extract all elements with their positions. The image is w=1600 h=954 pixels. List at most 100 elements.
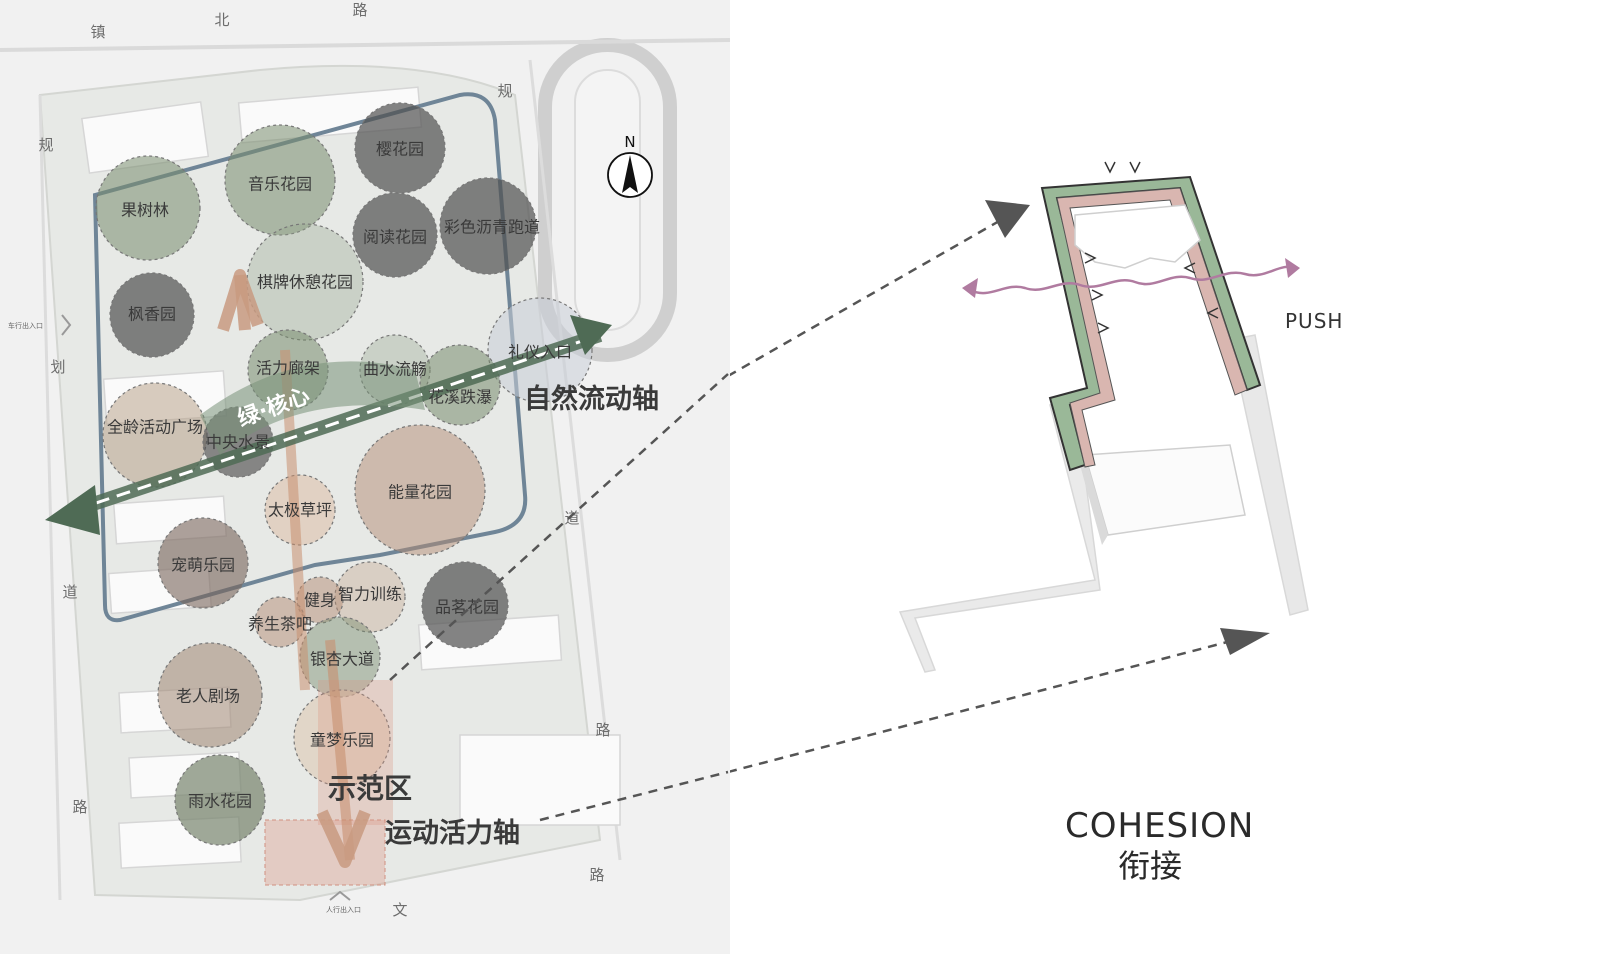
west-road-line — [38, 94, 62, 901]
push-tick-icon — [1104, 161, 1116, 174]
garden-label: 健身 — [304, 591, 336, 610]
push-tick-icon — [1097, 322, 1110, 334]
garden-circle-rain — [174, 754, 266, 846]
compass-needle-icon — [622, 155, 638, 193]
road-label-east-top: 规 — [497, 82, 512, 100]
garden-label: 阅读花园 — [363, 228, 427, 247]
sport-vitality-axis-label: 运动活力轴 — [385, 818, 520, 849]
garden-circle-track — [439, 177, 537, 275]
garden-label: 智力训练 — [338, 585, 402, 604]
garden-circle-reading — [352, 192, 438, 278]
cohesion-title-cn: 衔接 — [1118, 847, 1182, 885]
leader-arrow-upper — [985, 200, 1030, 238]
leader-line-lower — [539, 770, 729, 822]
natural-flow-axis-label: 自然流动轴 — [524, 383, 659, 415]
vitality-axis-line-lower — [325, 639, 355, 861]
cohesion-title-en: COHESION — [1065, 806, 1254, 846]
sport-vitality-axis — [217, 269, 393, 886]
road-label-west-4: 路 — [72, 798, 87, 816]
garden-label: 老人剧场 — [176, 687, 240, 706]
south-entrance-label: 人行出入口 — [326, 905, 361, 914]
garden-label: 棋牌休憩花园 — [257, 273, 353, 292]
vitality-arrow-up-stem — [234, 274, 251, 331]
flow-arrow-left — [45, 485, 100, 535]
demo-zone-label: 示范区 — [328, 772, 412, 805]
garden-circle-fitness — [296, 576, 344, 624]
track-field — [574, 69, 641, 331]
garden-label: 全龄活动广场 — [107, 418, 203, 437]
garden-circle-theatre — [157, 642, 263, 748]
garden-circles — [95, 102, 593, 846]
building-box — [1084, 444, 1246, 536]
core-frame — [92, 92, 528, 623]
site-plan: N 车行出入口 人行出入口 镇 北 路 规 规 划 道 路 道 路 路 文 果树… — [0, 0, 730, 954]
garden-label: 雨水花园 — [188, 792, 252, 811]
garden-label: 彩色沥青跑道 — [444, 218, 540, 237]
garden-circle-energy — [354, 424, 486, 556]
road-label-west-2: 划 — [50, 358, 65, 376]
garden-circle-maple — [109, 272, 195, 358]
road-label-south-1: 路 — [589, 866, 604, 884]
leader-line-upper — [389, 373, 729, 681]
garden-label: 银杏大道 — [310, 650, 374, 669]
push-tick-icon — [1206, 307, 1219, 319]
demo-zone-strip — [318, 680, 393, 825]
garden-label: 宠萌乐园 — [171, 556, 235, 575]
road-label-north-1: 镇 — [90, 23, 105, 41]
garden-label: 枫香园 — [128, 305, 176, 324]
road-label-east-2: 路 — [595, 721, 610, 739]
compass: N — [607, 133, 653, 198]
garden-label: 童梦乐园 — [310, 731, 374, 750]
building — [459, 734, 621, 826]
garden-label: 曲水流觞 — [363, 360, 427, 379]
garden-circle-fruit — [95, 155, 201, 261]
push-tick-icon — [1091, 289, 1104, 301]
garden-labels: 果树林 音乐花园 樱花园 阅读花园 彩色沥青跑道 棋牌休憩花园 枫香园 礼仪入口… — [107, 140, 572, 811]
garden-circle-tea-garden — [421, 561, 509, 649]
garden-label: 音乐花园 — [248, 175, 312, 194]
road-label-west-1: 规 — [38, 136, 53, 154]
road-label-north-2: 北 — [214, 11, 229, 29]
west-entrance-label: 车行出入口 — [8, 321, 43, 330]
garden-label: 樱花园 — [376, 140, 424, 159]
south-entrance-icon — [329, 890, 351, 901]
road-label-west-3: 道 — [62, 583, 77, 601]
north-road-line — [0, 38, 730, 52]
push-tick-icon — [1084, 252, 1097, 264]
push-tick-icon — [1183, 262, 1196, 274]
garden-label: 礼仪入口 — [508, 343, 572, 362]
road-label-north-3: 路 — [352, 1, 367, 19]
flow-axis-dash — [74, 333, 601, 512]
right-site-edge — [1229, 334, 1309, 616]
push-arrow-left-icon — [962, 278, 978, 298]
vitality-arrow-down — [316, 809, 371, 868]
flow-arrow-right — [570, 315, 612, 355]
leader-line-lower-continuation — [730, 638, 1236, 773]
road-label-east-1: 道 — [564, 509, 579, 527]
leader-line-upper-continuation — [730, 210, 1016, 377]
natural-flow-axis — [45, 315, 612, 535]
compass-north-label: N — [624, 133, 635, 151]
garden-label: 养生茶吧 — [248, 615, 312, 634]
site-plan-svg: N 车行出入口 人行出入口 镇 北 路 规 规 划 道 路 道 路 路 文 果树… — [0, 0, 730, 954]
top-building — [1074, 204, 1201, 269]
push-label: PUSH — [1285, 309, 1343, 333]
garden-label: 太极草坪 — [268, 501, 332, 520]
east-road-line — [528, 59, 622, 861]
garden-label: 品茗花园 — [435, 598, 499, 617]
road-label-south-2: 文 — [392, 901, 407, 919]
leader-arrow-lower — [1220, 628, 1270, 655]
garden-label: 活力廊架 — [256, 359, 320, 378]
push-arrow-right-icon — [1285, 258, 1300, 278]
garden-label: 花溪跌瀑 — [428, 388, 492, 407]
push-ticks — [1084, 161, 1219, 334]
garden-circle-pet — [157, 517, 249, 609]
garden-circle-music — [224, 124, 336, 236]
garden-circle-sakura — [354, 102, 446, 194]
push-wave-line — [969, 265, 1296, 295]
west-entrance-icon — [61, 314, 72, 336]
garden-label: 能量花园 — [388, 483, 452, 502]
cohesion-diagram: PUSH COHESION 衔接 — [730, 0, 1600, 954]
garden-label: 果树林 — [121, 201, 169, 220]
garden-label: 中央水景 — [206, 433, 270, 452]
